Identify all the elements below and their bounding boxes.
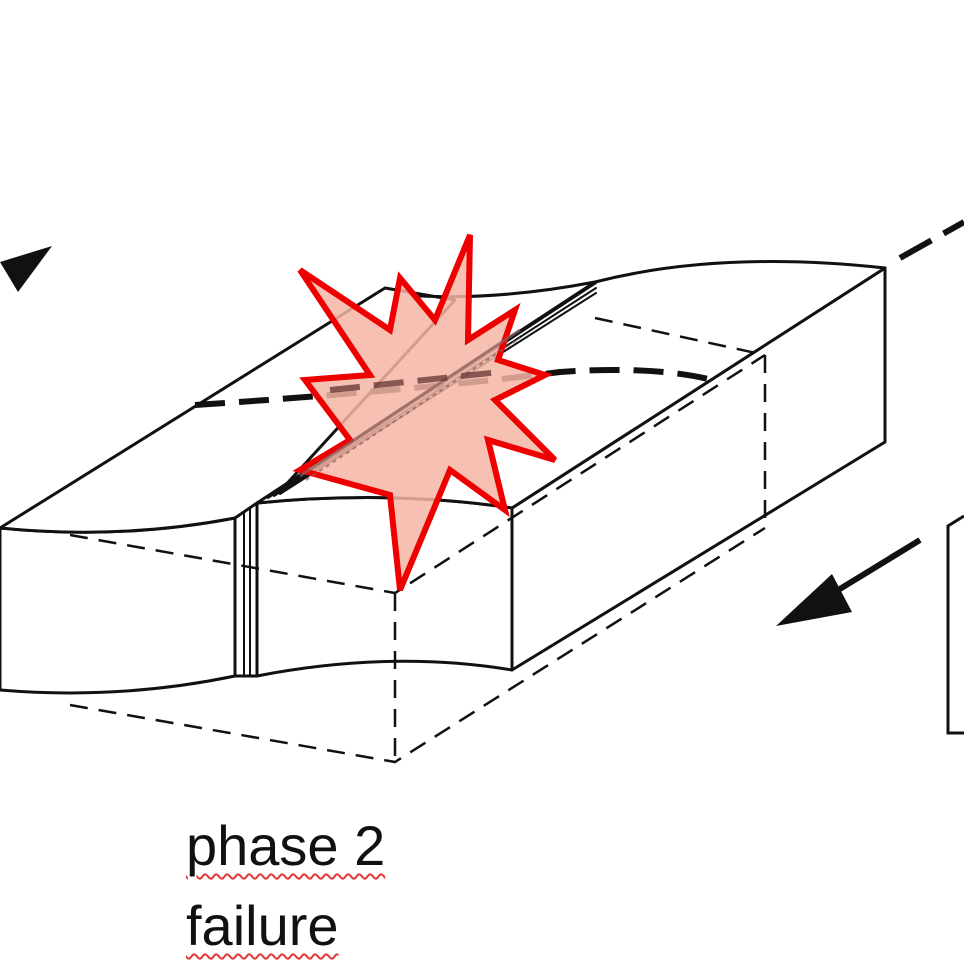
dashed-rear-edge (69, 526, 766, 764)
caption-line-1: phase 2 (186, 814, 386, 877)
left-block-front-face (0, 516, 237, 695)
seam-strip (233, 501, 259, 678)
left-arrow-icon (0, 246, 52, 292)
right-arrow-icon (776, 537, 922, 626)
right-block-front-face (255, 496, 514, 678)
neighbor-block-edge (946, 514, 964, 735)
phase-caption: phase 2 failure (186, 806, 385, 966)
caption-line-2: failure (186, 894, 339, 957)
failure-burst-icon (292, 233, 558, 592)
